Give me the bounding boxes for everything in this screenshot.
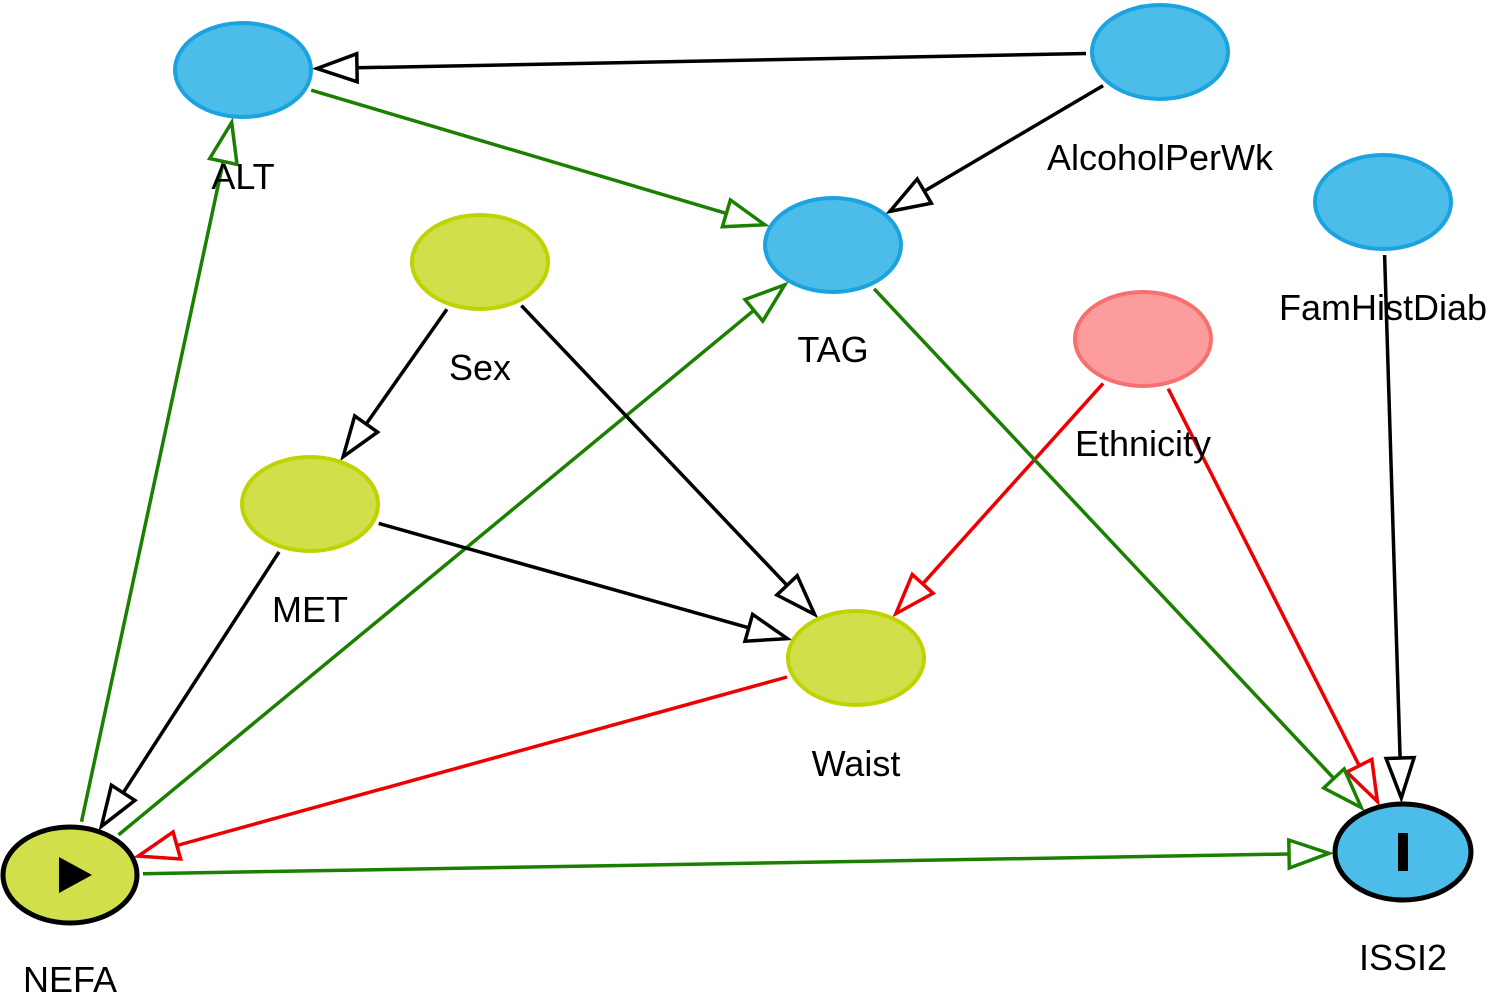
edge-line [923,84,1104,193]
edge-ethnicity-to-issi2[interactable] [1166,387,1380,807]
arrowhead-icon [1383,755,1417,804]
edge-alcohol-to-alt[interactable] [311,51,1087,85]
node-label: TAG [797,329,868,370]
arrowhead-icon [340,413,381,462]
node-ellipse [240,455,380,553]
edge-waist-to-nefa[interactable] [133,675,788,861]
edge-sex-to-waist[interactable] [520,304,819,619]
node-tag[interactable]: TAG [763,196,903,370]
arrowhead-icon [1320,765,1365,812]
node-alcohol[interactable]: AlcoholPerWk [1047,3,1274,178]
node-label: ALT [211,156,274,197]
arrowhead-icon [311,51,359,85]
node-ethnicity[interactable]: Ethnicity [1073,290,1213,464]
node-ellipse [173,21,313,119]
node-alt[interactable]: ALT [173,21,313,197]
edge-tag-to-issi2[interactable] [872,287,1365,812]
edge-line [310,88,727,216]
node-met[interactable]: MET [240,455,380,630]
edge-sex-to-met[interactable] [340,308,449,462]
edge-met-to-waist[interactable] [378,521,793,644]
edge-line [921,382,1105,586]
node-label: MET [272,589,348,630]
arrowhead-icon [742,611,793,644]
edge-famhist-to-issi2[interactable] [1382,254,1417,804]
arrowhead-icon [206,117,240,167]
arrowhead-icon [1287,837,1335,871]
edge-line [1382,254,1402,759]
edge-line [378,521,750,630]
edge-line [356,51,1087,70]
node-label: Waist [812,743,901,784]
node-issi2[interactable]: ISSI2 [1332,801,1474,978]
arrowhead-icon [133,829,183,861]
arrowhead-icon [742,281,789,325]
edge-line [872,287,1336,780]
node-ellipse [1313,153,1453,251]
arrowhead-icon [720,197,770,229]
edge-nefa-to-alt[interactable] [79,117,240,823]
node-label: FamHistDiab [1279,287,1487,328]
arrowhead-icon [1343,756,1380,807]
edge-line [364,308,449,426]
arrowhead-icon [98,782,138,831]
arrowhead-icon [892,571,937,618]
arrowhead-icon [773,572,819,619]
edge-line [117,308,756,837]
edge-ethnicity-to-waist[interactable] [892,382,1105,618]
edge-met-to-nefa[interactable] [98,550,281,831]
edge-line [520,304,789,587]
play-icon [59,857,92,893]
bar-icon [1398,833,1408,871]
edge-nefa-to-tag[interactable] [117,281,789,837]
node-ellipse [1090,3,1230,101]
node-label: NEFA [23,959,117,1000]
node-nefa[interactable]: NEFA [0,824,140,1000]
node-label: Sex [449,347,511,388]
edges-layer [79,51,1417,876]
edge-line [79,161,226,823]
node-ellipse [786,609,926,707]
node-waist[interactable]: Waist [786,609,926,784]
node-ellipse [410,213,550,311]
node-label: AlcoholPerWk [1047,137,1274,178]
edge-line [142,852,1290,876]
node-label: Ethnicity [1075,423,1211,464]
node-ellipse [1073,290,1213,388]
edge-alcohol-to-tag[interactable] [885,84,1104,215]
node-famhist[interactable]: FamHistDiab [1279,153,1487,328]
arrowhead-icon [885,175,935,215]
edge-line [1166,387,1361,767]
edge-line [121,550,281,794]
node-ellipse [763,196,903,294]
edge-alt-to-tag[interactable] [310,88,770,229]
node-sex[interactable]: Sex [410,213,550,388]
edge-nefa-to-issi2[interactable] [142,837,1335,876]
edge-line [176,675,788,848]
node-label: ISSI2 [1359,937,1447,978]
